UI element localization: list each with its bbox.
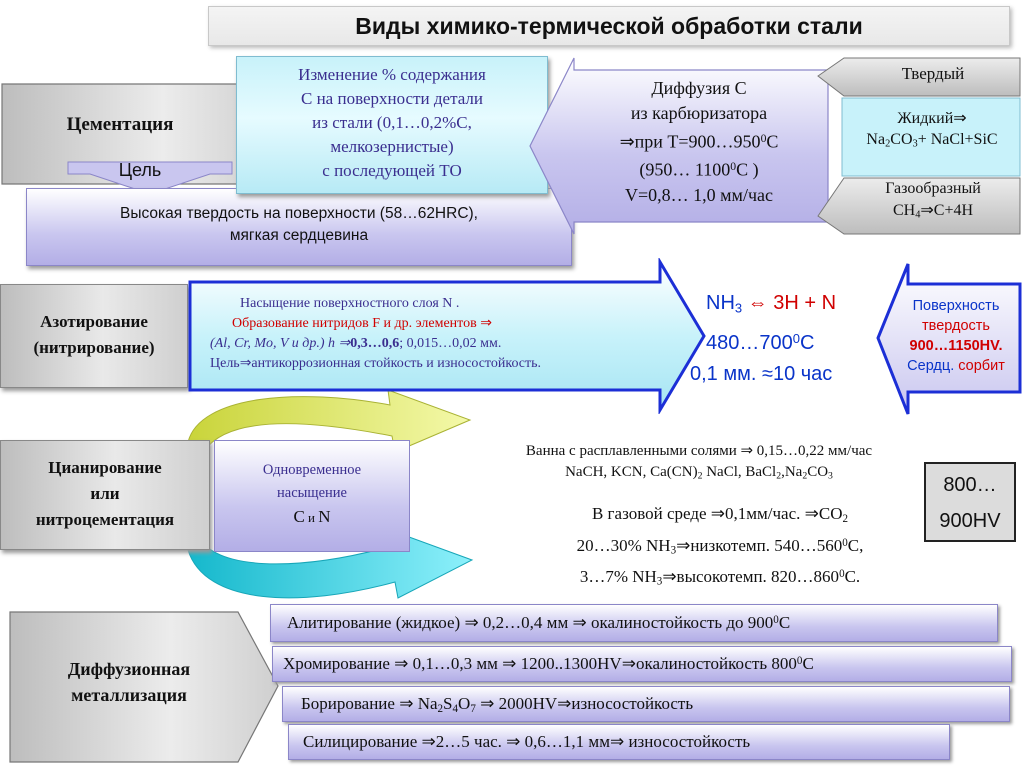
gas-medium-text: В газовой среде ⇒0,1мм/час. ⇒CO2 20…30% … xyxy=(576,504,864,589)
diffusion-text: Диффузия С из карбюризатора ⇒при Т=900…9… xyxy=(574,76,824,208)
nitriding-temperature: 480…7000C xyxy=(706,331,815,354)
change-line4: мелкозернистые) xyxy=(330,137,454,156)
goal-text-line1: Высокая твердость на поверхности (58…62H… xyxy=(120,205,478,222)
nitriding-line2: Образование нитридов F и др. элементов ⇒ xyxy=(232,316,492,331)
nitriding-label: Азотирование (нитрирование) xyxy=(0,284,188,388)
change-line5: с последующей ТО xyxy=(322,161,462,180)
change-line3: из стали (0,1…0,2%С, xyxy=(312,113,472,132)
diffusion-line1: Диффузия С xyxy=(651,78,747,98)
cementation-label: Цементация xyxy=(66,114,174,135)
yellow-curved-arrow xyxy=(187,389,472,453)
cyaniding-hardness-box: 800… 900HV xyxy=(924,462,1016,542)
diffusion-line3: ⇒при Т=900…9500С xyxy=(619,131,779,152)
media-arrows xyxy=(817,57,1021,235)
aluminizing-row: Алитирование (жидкое) ⇒ 0,2…0,4 мм ⇒ ока… xyxy=(270,604,998,642)
change-line2: С на поверхности детали xyxy=(300,89,483,108)
medium-gas: Газообразный CH4⇒C+4H xyxy=(885,180,981,221)
siliconizing-row: Силицирование ⇒2…5 час. ⇒ 0,6…1,1 мм⇒ из… xyxy=(288,724,950,760)
goal-text-line2: мягкая сердцевина xyxy=(229,227,369,244)
cyaniding-label: Цианирование или нитроцементация xyxy=(0,440,210,550)
nitriding-reaction: NH3 ⇔ 3H + N xyxy=(706,292,837,316)
goal-label: Цель xyxy=(118,160,162,180)
diffusion-line4: (950… 11000С ) xyxy=(639,159,759,180)
page-title: Виды химико-термической обработки стали xyxy=(208,6,1010,46)
nitriding-description: Насыщение поверхностного слоя N . Образо… xyxy=(200,294,680,374)
composition-change-box: Изменение % содержания С на поверхности … xyxy=(236,56,548,194)
diffusion-line2: из карбюризатора xyxy=(630,103,768,123)
goal-arrow xyxy=(67,161,233,195)
metallization-arrow xyxy=(9,611,279,763)
nitriding-line4: Цель⇒антикоррозионная стойкость и износо… xyxy=(210,356,542,371)
medium-solid: Твердый xyxy=(901,64,965,83)
diffusion-arrow xyxy=(529,57,829,235)
metallization-label: Диффузионная металлизация xyxy=(67,659,191,705)
nitriding-line1: Насыщение поверхностного слоя N . xyxy=(240,296,460,311)
diffusion-line5: V=0,8… 1,0 мм/час xyxy=(625,184,773,205)
nitriding-arrow xyxy=(188,258,706,414)
change-line1: Изменение % содержания xyxy=(298,65,486,84)
nitriding-line3: (Al, Cr, Mo, V и др.) h ⇒0,3…0,6; 0,015…… xyxy=(210,336,502,351)
simultaneous-saturation-box: Одновременное насыщение С и N xyxy=(214,440,410,552)
goal-box: Высокая твердость на поверхности (58…62H… xyxy=(26,188,572,266)
salt-bath-text: Ванна с расплавленными солями ⇒ 0,15…0,2… xyxy=(525,443,873,482)
nitriding-depth: 0,1 мм. ≈10 час xyxy=(690,363,833,385)
surface-hardness: Поверхность твердость 900…1150HV. Сердц.… xyxy=(907,298,1005,374)
surface-arrow xyxy=(876,263,1022,415)
chromizing-row: Хромирование ⇒ 0,1…0,3 мм ⇒ 1200..1300HV… xyxy=(272,646,1012,682)
boriding-row: Борирование ⇒ Na2S4O7 ⇒ 2000HV⇒износосто… xyxy=(282,686,1010,722)
medium-liquid: Жидкий⇒ Na2CO3+ NaCl+SiC xyxy=(866,110,998,150)
